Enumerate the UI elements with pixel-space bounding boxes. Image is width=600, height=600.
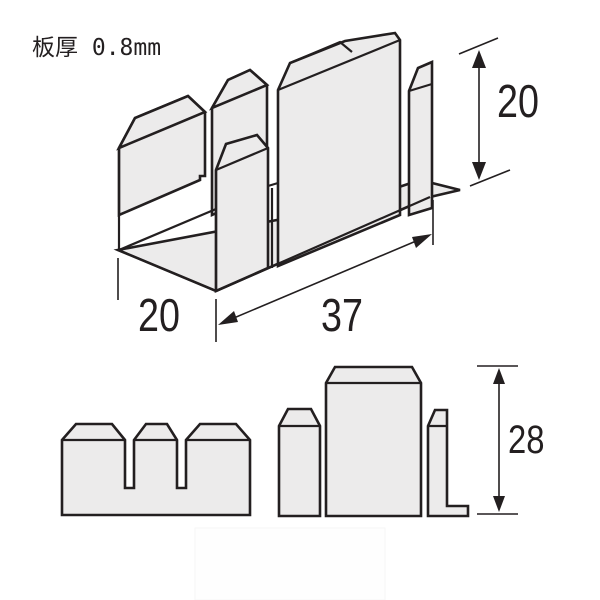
thickness-value: 0.8mm (91, 35, 162, 61)
center-panel-back-bevel (289, 40, 353, 65)
length-arrow-right-icon (412, 234, 432, 248)
height-arrow-up-icon (472, 50, 486, 68)
front-view-right-tab (426, 408, 470, 518)
front-height-dimension-label: 28 (508, 418, 545, 462)
center-panel (276, 31, 402, 268)
floor-back-edge (118, 207, 217, 252)
back-wall-left-tab-top (116, 94, 208, 151)
gap-line-2 (267, 181, 279, 188)
thickness-label-text: 板厚 (32, 35, 78, 61)
height-dimension-label: 20 (497, 75, 539, 127)
length-dim-line (221, 235, 429, 324)
side-view (60, 422, 252, 517)
base-front-edge (117, 248, 217, 293)
right-narrow-tab-bevel (408, 82, 433, 93)
base-long-edge (215, 195, 431, 293)
height28-arrow-down-icon (493, 496, 505, 512)
back-wall-middle-tab-top (208, 68, 270, 111)
isometric-view (113, 31, 511, 342)
length-dimension-label: 37 (321, 289, 363, 341)
height-arrow-down-icon (472, 162, 486, 180)
right-narrow-tab (407, 60, 434, 217)
front-view (277, 365, 518, 518)
height-ext-top (458, 37, 499, 55)
side-view-outline (60, 422, 252, 517)
front-tab-bevel (215, 146, 269, 172)
faint-placeholder-box (194, 527, 386, 600)
height-ext-bottom (469, 169, 511, 187)
height28-arrow-up-icon (493, 368, 505, 384)
width-dimension-label: 20 (138, 289, 180, 341)
length-arrow-left-icon (218, 311, 238, 325)
center-panel-top-bevel (277, 38, 401, 92)
thickness-label: 板厚 0.8mm (32, 28, 161, 62)
front-view-center-panel (324, 365, 423, 518)
